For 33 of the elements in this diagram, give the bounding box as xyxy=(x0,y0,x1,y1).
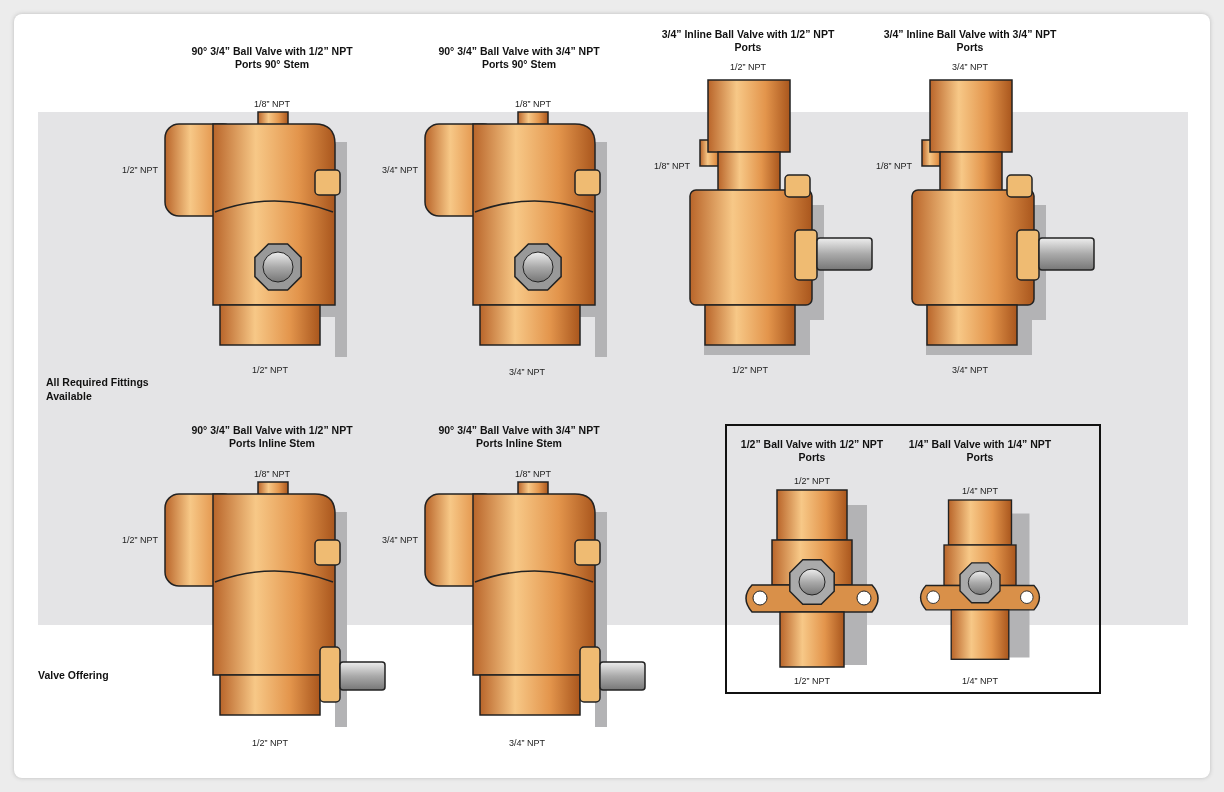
port-label: 1/4” NPT xyxy=(961,486,999,497)
port-label: 1/8” NPT xyxy=(875,161,913,172)
port-label: 1/4” NPT xyxy=(961,676,999,687)
port-label: 1/8” NPT xyxy=(514,99,552,110)
port-label: 1/8” NPT xyxy=(253,99,291,110)
frame-box xyxy=(725,424,1101,694)
valve-title: 3/4” Inline Ball Valve with 1/2” NPT Ports xyxy=(660,28,836,54)
port-label: 1/2” NPT xyxy=(793,676,831,687)
port-label: 3/4” NPT xyxy=(381,535,419,546)
port-label: 1/2” NPT xyxy=(729,62,767,73)
port-label: 1/2” NPT xyxy=(251,738,289,749)
port-label: 3/4” NPT xyxy=(508,738,546,749)
valve-title: 90° 3/4” Ball Valve with 1/2” NPT Ports 90° Stem xyxy=(190,45,354,71)
port-label: 3/4” NPT xyxy=(951,365,989,376)
port-label: 1/2” NPT xyxy=(121,535,159,546)
valve-title: 1/2” Ball Valve with 1/2” NPT Ports xyxy=(739,438,885,464)
port-label: 1/2” NPT xyxy=(121,165,159,176)
valve-title: 90° 3/4” Ball Valve with 3/4” NPT Ports Inline Stem xyxy=(437,424,601,450)
port-label: 3/4” NPT xyxy=(951,62,989,73)
port-label: 1/2” NPT xyxy=(251,365,289,376)
valve-title: 90° 3/4” Ball Valve with 3/4” NPT Ports 90° Stem xyxy=(437,45,601,71)
port-label: 1/2” NPT xyxy=(793,476,831,487)
port-label: 1/8” NPT xyxy=(653,161,691,172)
port-label: 3/4” NPT xyxy=(381,165,419,176)
valve-title: 1/4” Ball Valve with 1/4” NPT Ports xyxy=(907,438,1053,464)
note-text: All Required Fittings Available xyxy=(46,375,150,403)
port-label: 1/8” NPT xyxy=(514,469,552,480)
valve-title: 90° 3/4” Ball Valve with 1/2” NPT Ports Inline Stem xyxy=(190,424,354,450)
note-text: Valve Offering xyxy=(38,668,110,682)
port-label: 1/2” NPT xyxy=(731,365,769,376)
port-label: 1/8” NPT xyxy=(253,469,291,480)
valve-title: 3/4” Inline Ball Valve with 3/4” NPT Ports xyxy=(882,28,1058,54)
port-label: 3/4” NPT xyxy=(508,367,546,378)
